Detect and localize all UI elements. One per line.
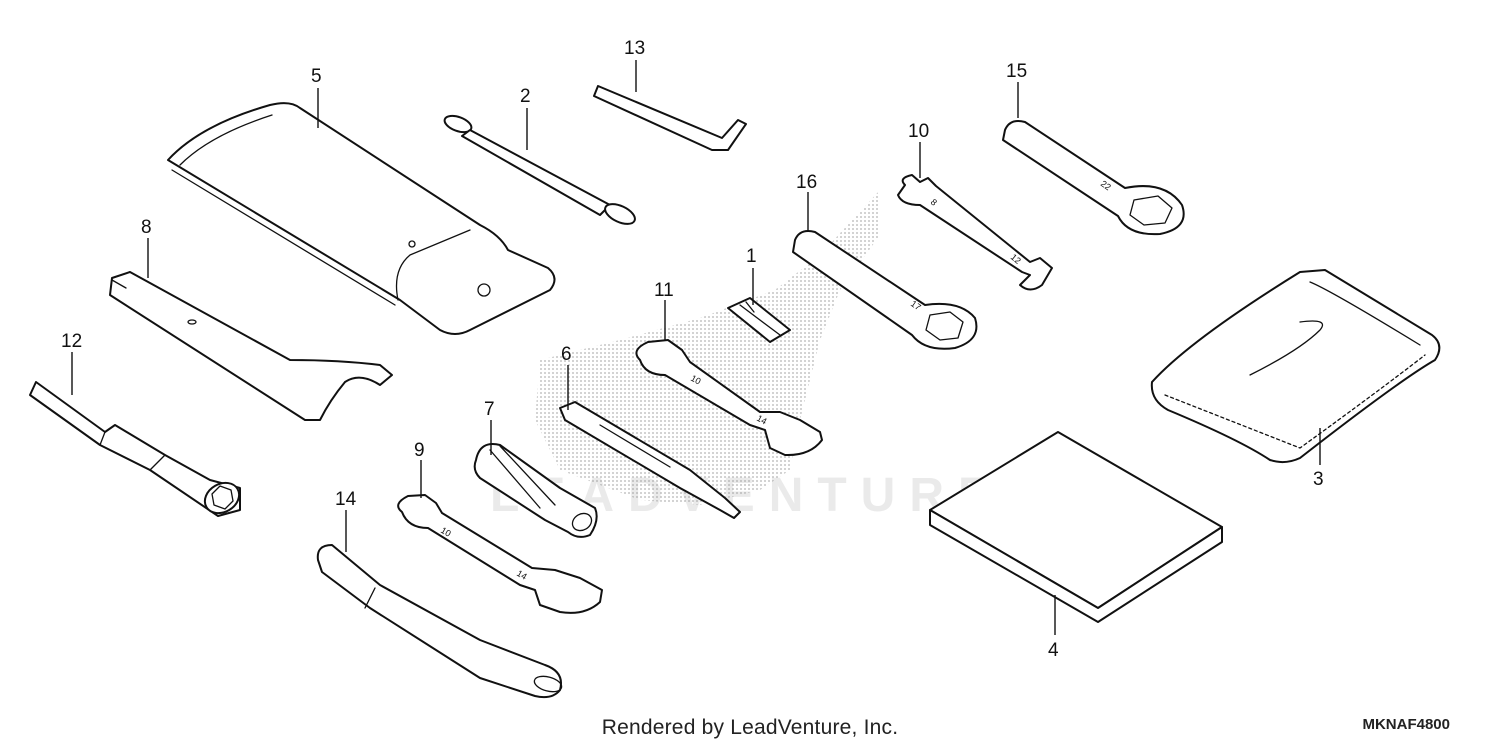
callout-14[interactable]: 14 bbox=[335, 489, 357, 510]
extension-handle-part-14[interactable] bbox=[316, 544, 564, 699]
tool-bag-part-5[interactable] bbox=[167, 102, 556, 335]
callout-6[interactable]: 6 bbox=[561, 344, 572, 365]
callout-15[interactable]: 15 bbox=[1006, 61, 1027, 82]
callout-5[interactable]: 5 bbox=[311, 66, 322, 87]
callout-3[interactable]: 3 bbox=[1313, 469, 1324, 490]
ring-spanner-part-16[interactable]: 17 bbox=[792, 230, 978, 350]
wrench-size-mark: 10 bbox=[439, 525, 453, 539]
screwdriver-bit-part-6[interactable] bbox=[559, 401, 741, 519]
hex-key-part-13[interactable] bbox=[593, 85, 747, 151]
render-credit-caption: Rendered by LeadVenture, Inc. bbox=[601, 716, 899, 739]
wrench-size-mark: 12 bbox=[1009, 252, 1023, 266]
callout-12[interactable]: 12 bbox=[61, 331, 82, 352]
wrench-size-mark: 14 bbox=[755, 413, 769, 427]
callout-7[interactable]: 7 bbox=[484, 399, 495, 420]
cotter-pin-part-2[interactable] bbox=[442, 113, 637, 228]
open-wrench-part-11[interactable]: 10 14 bbox=[635, 339, 823, 457]
watermark-dot-field bbox=[535, 190, 880, 505]
callout-10[interactable]: 10 bbox=[908, 121, 929, 142]
callout-8[interactable]: 8 bbox=[141, 217, 152, 238]
callout-4[interactable]: 4 bbox=[1048, 640, 1059, 661]
tool-pouch-part-3[interactable] bbox=[1150, 269, 1441, 464]
open-wrench-part-10[interactable]: 8 12 bbox=[897, 174, 1053, 291]
ring-spanner-part-15[interactable]: 22 bbox=[1002, 120, 1185, 236]
wrench-size-mark: 22 bbox=[1099, 178, 1113, 192]
callout-16[interactable]: 16 bbox=[796, 172, 817, 193]
callout-13[interactable]: 13 bbox=[624, 38, 645, 59]
open-wrench-part-9[interactable]: 10 14 bbox=[397, 494, 603, 614]
socket-wrench-part-12[interactable] bbox=[29, 381, 245, 519]
wrench-size-mark: 10 bbox=[689, 373, 703, 387]
spanner-part-8[interactable] bbox=[109, 271, 393, 421]
owners-manual-part-4[interactable] bbox=[929, 431, 1223, 623]
fuse-puller-part-1[interactable] bbox=[727, 297, 791, 343]
wrench-size-mark: 8 bbox=[929, 197, 939, 208]
screwdriver-handle-part-7[interactable] bbox=[473, 443, 598, 538]
wrench-size-mark: 14 bbox=[515, 568, 529, 582]
callout-2[interactable]: 2 bbox=[520, 86, 531, 107]
callout-1[interactable]: 1 bbox=[746, 246, 757, 267]
diagram-code: MKNAF4800 bbox=[1362, 716, 1450, 733]
callout-11[interactable]: 11 bbox=[654, 280, 674, 301]
callout-9[interactable]: 9 bbox=[414, 440, 425, 461]
wrench-size-mark: 17 bbox=[909, 298, 923, 312]
